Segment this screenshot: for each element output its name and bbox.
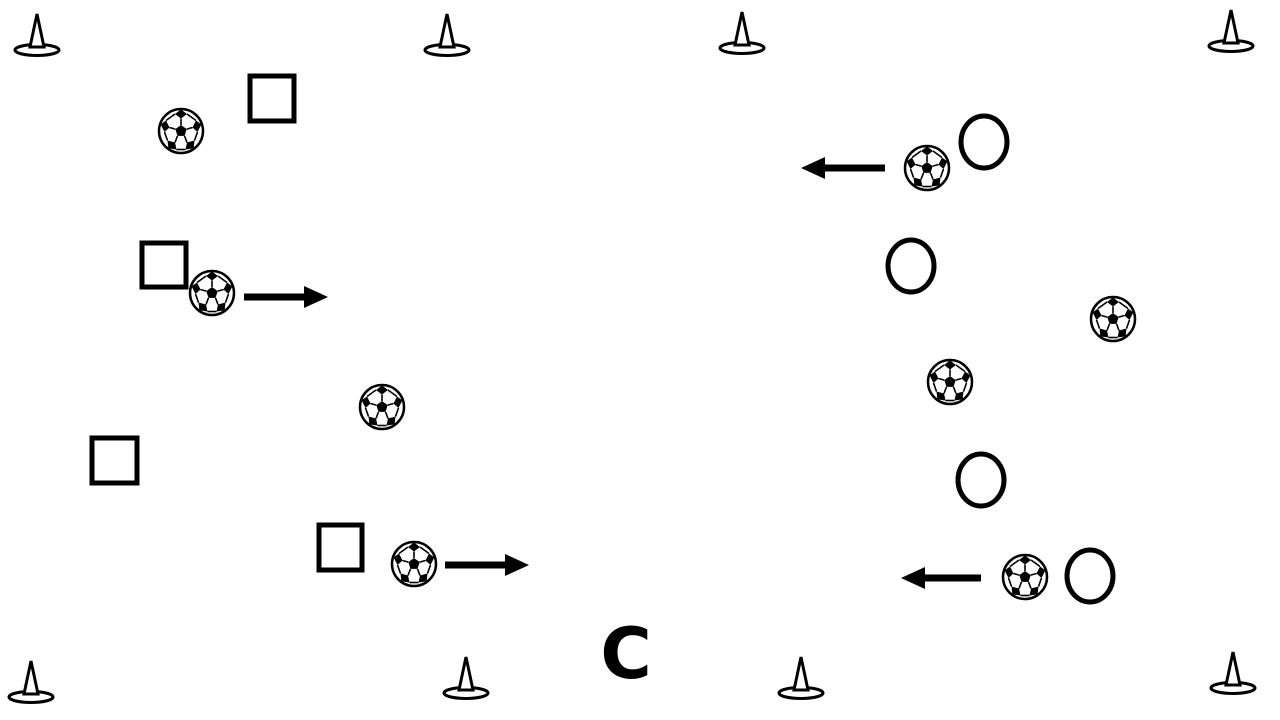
arrow-right-icon	[244, 286, 328, 308]
circle-player-icon	[1064, 547, 1116, 605]
soccer-ball-icon	[926, 358, 974, 406]
square-player-icon	[139, 240, 189, 290]
coach-label: C	[600, 613, 652, 695]
soccer-ball-icon	[390, 540, 438, 588]
circle-player-icon	[958, 113, 1010, 171]
soccer-ball-icon	[188, 269, 236, 317]
cone-icon	[718, 10, 766, 55]
soccer-ball-icon	[1001, 553, 1049, 601]
cone-icon	[1207, 8, 1255, 53]
cone-icon	[1209, 650, 1257, 695]
cone-icon	[777, 655, 825, 700]
circle-player-icon	[955, 451, 1007, 509]
arrow-left-icon	[801, 157, 885, 179]
arrow-right-icon	[445, 554, 529, 576]
cone-icon	[13, 12, 61, 57]
soccer-ball-icon	[1089, 295, 1137, 343]
square-player-icon	[89, 435, 140, 486]
soccer-ball-icon	[903, 144, 951, 192]
arrow-left-icon	[901, 567, 981, 589]
soccer-ball-icon	[358, 383, 406, 431]
square-player-icon	[316, 522, 365, 573]
cone-icon	[442, 655, 490, 700]
cone-icon	[423, 12, 471, 57]
square-player-icon	[247, 73, 297, 124]
soccer-ball-icon	[157, 107, 205, 155]
cone-icon	[7, 659, 55, 704]
circle-player-icon	[885, 237, 937, 295]
